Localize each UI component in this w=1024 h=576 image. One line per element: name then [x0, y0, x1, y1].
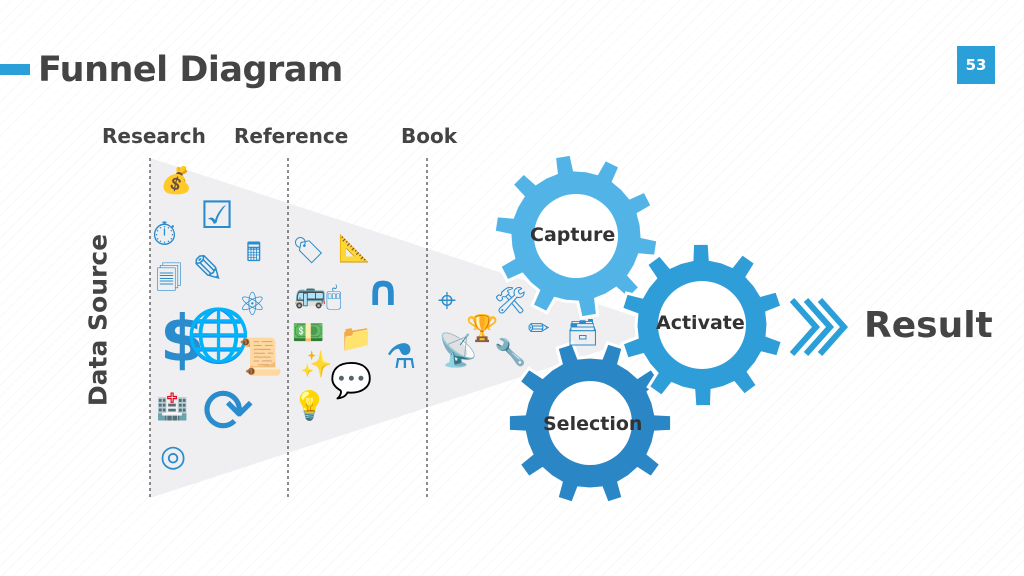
archive-box-icon: 🗃	[566, 318, 600, 348]
result-chevron-icon	[789, 298, 849, 356]
scroll-icon: 📜	[238, 337, 283, 378]
speedometer-icon: ⏱	[152, 215, 177, 253]
data-source-label: Data Source	[83, 233, 113, 407]
flask-icon: ⚗	[386, 337, 417, 377]
dollar-globe-icon: $	[160, 303, 205, 377]
funnel-cone	[150, 158, 640, 498]
documents-icon: 🗐	[156, 264, 182, 294]
hospital-icon: 🏥	[156, 392, 189, 422]
cash-register-icon: 🖩	[246, 238, 262, 268]
globe-icon: 🌐	[186, 306, 251, 366]
trophy-icon: 🏆	[466, 314, 499, 344]
edit-icon: ✎	[192, 247, 224, 291]
gear-activate-hole	[658, 281, 746, 369]
capture-gear	[492, 152, 660, 320]
antenna-tower-icon: 📡	[438, 331, 478, 369]
activate-gear-label: Activate	[656, 312, 745, 334]
page-title: Funnel Diagram	[38, 50, 343, 90]
wrench-icon: 🔧	[494, 338, 527, 368]
gear-capture-hole	[534, 194, 618, 278]
capture-gear-label: Capture	[530, 224, 616, 246]
column-label-reference: Reference	[234, 124, 349, 148]
compass-icon: 📐	[338, 234, 371, 264]
tag-icon: 🏷	[292, 236, 326, 266]
bus-icon: 🚌	[294, 280, 327, 310]
magic-wand-icon: ✨	[300, 350, 333, 380]
activate-gear	[619, 241, 785, 409]
column-label-research: Research	[102, 124, 206, 148]
mouse-icon: 🖱	[326, 282, 342, 312]
money-bag-icon: 💰	[160, 166, 193, 196]
crosshair-icon: ⌖	[438, 281, 457, 319]
money-icon: 💵	[292, 318, 325, 348]
column-label-book: Book	[401, 124, 458, 148]
selection-gear	[506, 341, 674, 505]
magnet-icon: ∩	[366, 266, 401, 315]
page-number-badge: 53	[957, 46, 995, 84]
target-click-icon: ◎	[160, 439, 187, 474]
selection-gear-label: Selection	[543, 413, 643, 435]
clipboard-check-icon: ☑	[200, 193, 235, 237]
atom-icon: ⚛	[238, 285, 267, 323]
tools-icon: 🛠	[494, 286, 528, 316]
title-accent-bar	[0, 64, 30, 75]
gear-selection-hole	[548, 381, 632, 465]
folder-icon: 📁	[340, 324, 373, 354]
lightbulb-icon: 💡	[292, 389, 327, 422]
refresh-icon: ⟳	[202, 374, 254, 447]
pen-cup-icon: ✏	[528, 314, 550, 344]
chat-bubbles-icon: 💬	[330, 361, 373, 401]
result-label: Result	[864, 305, 993, 346]
